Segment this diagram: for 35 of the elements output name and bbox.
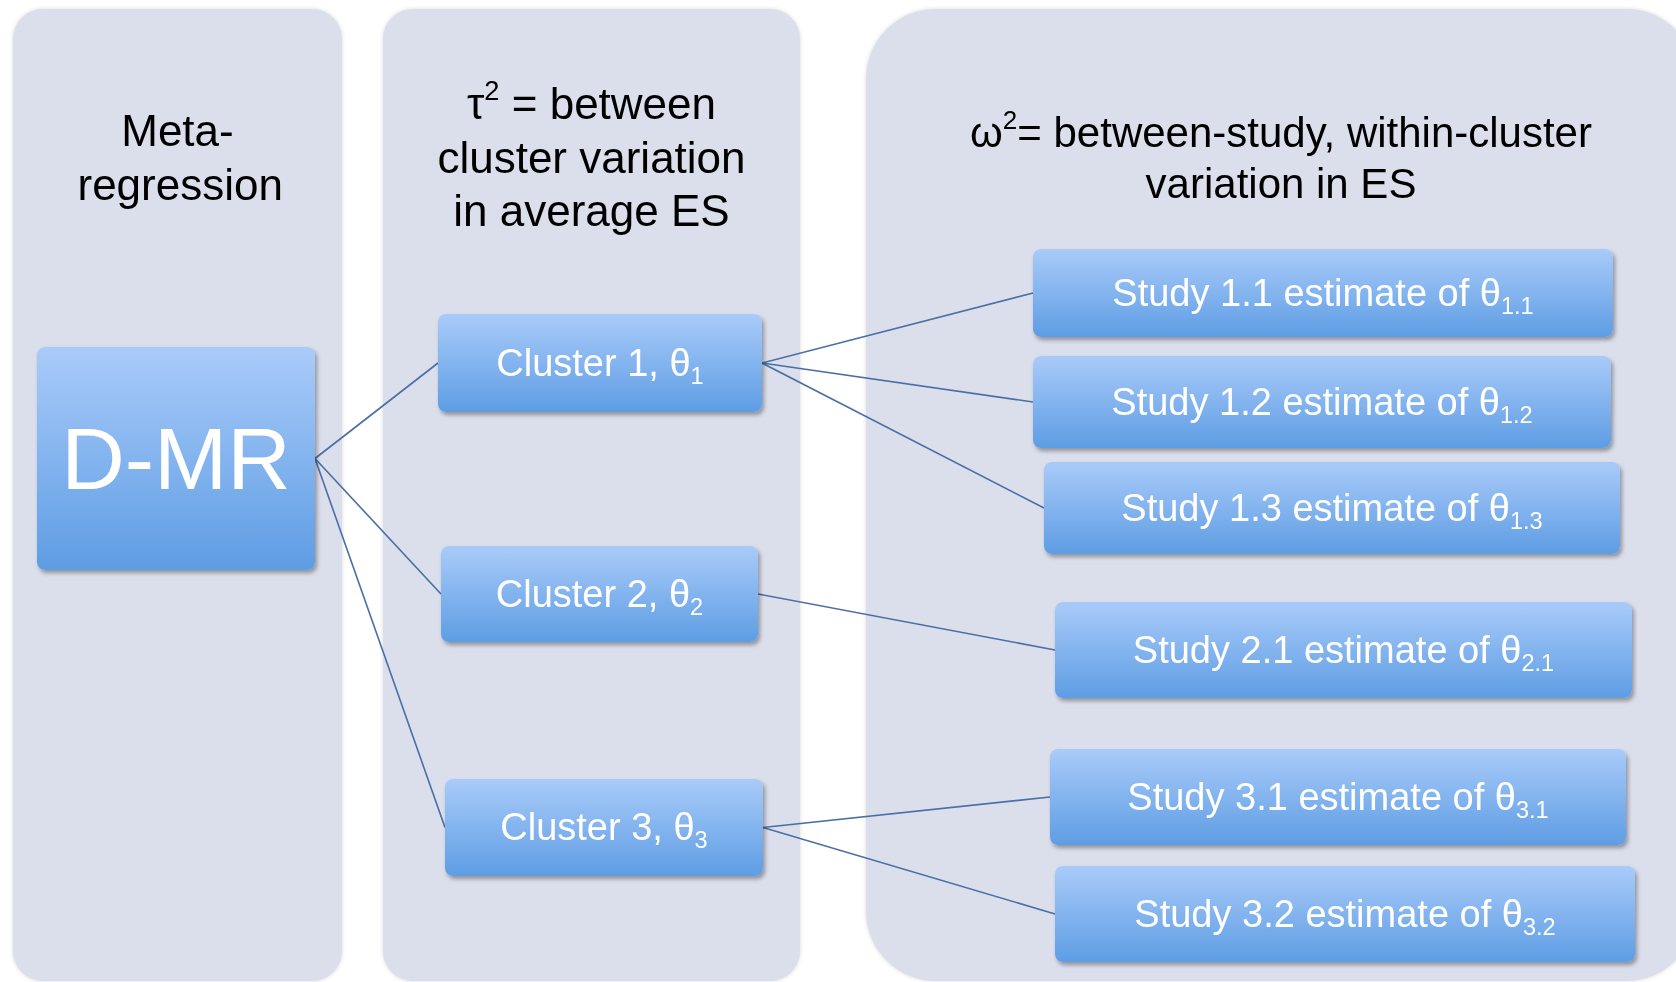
- box-label: Cluster 1, θ$_{1}$: [496, 341, 704, 385]
- column-panel: [383, 9, 800, 981]
- box-label: Study 1.3 estimate of θ$_{1.3}$: [1121, 486, 1543, 530]
- process-box: [1033, 356, 1611, 448]
- column-panel: [13, 9, 342, 981]
- connector-line: [761, 292, 1034, 364]
- panel-heading: ω$^{2}$= between-study, within-cluster variation in ES: [969, 107, 1593, 210]
- connector-line: [757, 593, 1056, 651]
- connector-line: [761, 362, 1034, 403]
- process-box: [1033, 249, 1613, 337]
- box-label: Study 3.1 estimate of θ$_{3.1}$: [1127, 775, 1549, 819]
- process-box: [1055, 866, 1635, 962]
- model-box: [37, 347, 315, 570]
- connector-line: [314, 457, 442, 595]
- process-box: [438, 314, 762, 412]
- connector-line: [314, 362, 439, 460]
- process-box: [1044, 462, 1620, 554]
- panel-heading: Meta-regression: [77, 105, 278, 211]
- box-label: D-MR: [61, 407, 291, 510]
- box-label: Study 2.1 estimate of θ$_{2.1}$: [1132, 628, 1555, 672]
- process-box: [445, 779, 763, 876]
- box-label: Study 1.1 estimate of θ$_{1.1}$: [1112, 271, 1534, 315]
- box-label: Study 1.2 estimate of θ$_{1.2}$: [1111, 380, 1533, 424]
- box-label: Study 3.2 estimate of θ$_{3.2}$: [1134, 892, 1556, 936]
- connector-line: [314, 457, 446, 829]
- box-label: Cluster 2, θ$_{2}$: [495, 572, 704, 616]
- process-box: [1055, 602, 1632, 698]
- connector-line: [762, 826, 1056, 915]
- process-box: [1050, 749, 1626, 845]
- column-panel: [866, 9, 1676, 981]
- panel-heading: τ$^{2}$ = between cluster variation in average ES: [436, 77, 747, 238]
- box-label: Cluster 3, θ$_{3}$: [500, 806, 708, 849]
- process-box: [441, 546, 758, 642]
- connector-line: [761, 362, 1045, 509]
- connector-line: [762, 796, 1051, 829]
